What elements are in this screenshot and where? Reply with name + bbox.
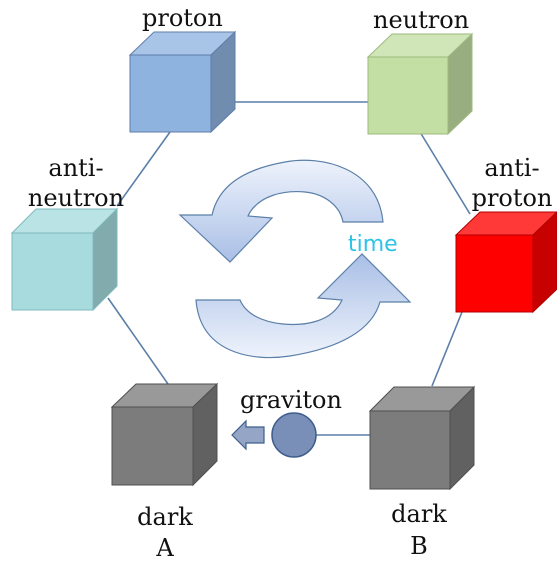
edge-neutron-antiproton [419,131,471,215]
anti-proton-cube [454,211,557,314]
neutron-cube [366,32,474,136]
upper-cycle-arrow-icon [178,159,384,263]
graviton-label: graviton [240,386,342,414]
anti-neutron-cube [10,207,119,312]
neutron-label: neutron [373,6,470,34]
graviton-particle [271,412,317,458]
proton-label: proton [142,4,223,32]
lower-cycle-arrow-icon [195,253,412,359]
dark-a-cube [110,382,219,487]
anti-proton-label-line2: proton [471,184,553,212]
dark-b-label-line2: B [410,532,428,560]
anti-neutron-label-line2: neutron [27,184,125,212]
edge-darka-antineutron [107,297,169,385]
dark-a-label-line2: A [156,534,174,562]
time-cycle-arrows [178,159,412,359]
dark-b-label-line1: dark [391,500,447,528]
proton-cube [128,30,237,134]
time-label: time [348,232,398,257]
connector-lines [107,101,471,436]
edge-antineutron-proton [116,131,171,207]
dark-a-label-line1: dark [137,503,193,531]
edge-antiproton-darkb [431,311,463,387]
left-arrow-icon [231,419,265,451]
anti-proton-label-line1: anti- [484,154,540,182]
dark-b-cube [368,385,476,491]
anti-neutron-label-line1: anti- [48,154,104,182]
graviton [231,412,317,458]
